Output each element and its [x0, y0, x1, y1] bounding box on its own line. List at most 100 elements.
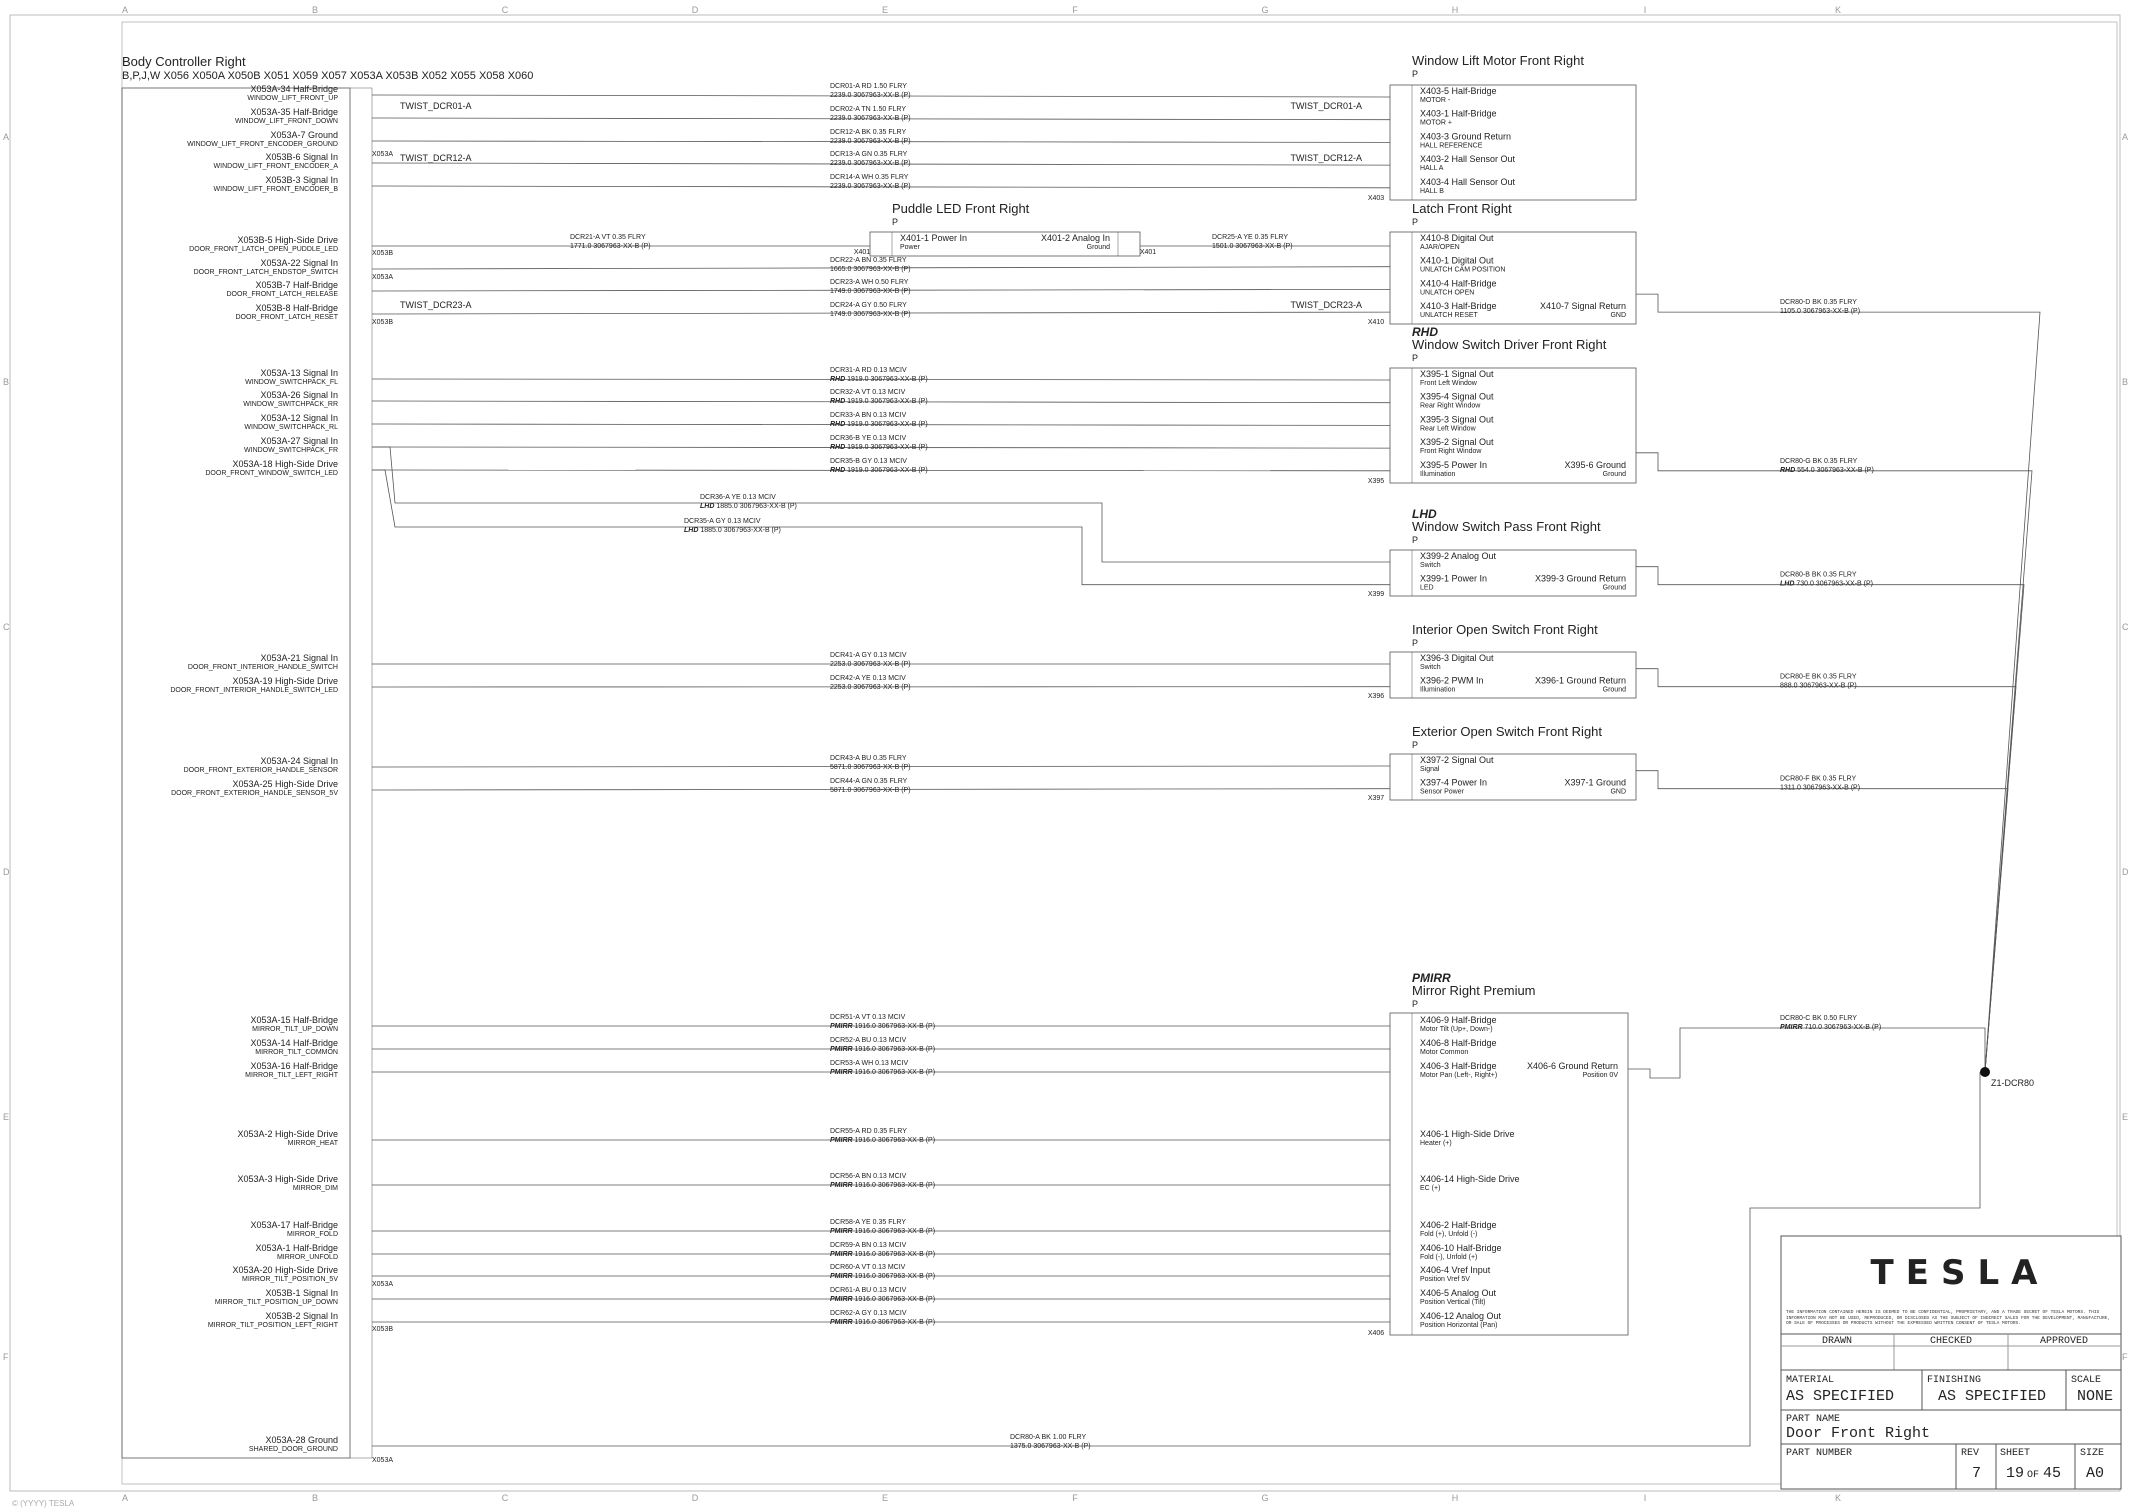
controller-pin-function: DOOR_FRONT_LATCH_RESET [235, 314, 338, 321]
wire-line [371, 266, 1391, 270]
component-pin-label: X406-9 Half-Bridge [1420, 1015, 1497, 1025]
grid-row-right: B [2122, 377, 2128, 387]
controller-pin-label: X053A-3 High-Side Drive [237, 1174, 338, 1184]
controller-pin-function: MIRROR_TILT_POSITION_LEFT_RIGHT [208, 1322, 339, 1329]
controller-connector-tag: X053A [372, 274, 393, 281]
wire-line [371, 423, 1391, 426]
splice-z1-dcr80 [1980, 1067, 1990, 1077]
sheet-of-label: OF [2027, 1470, 2039, 1481]
puddle-pin-2: X401-2 Analog In [1041, 233, 1110, 243]
wire-spec: DCR25-A YE 0.35 FLRY [1212, 234, 1288, 241]
controller-pin-function: WINDOW_SWITCHPACK_FL [245, 379, 338, 386]
controller-pin-label: X053A-13 Signal In [260, 368, 338, 378]
controller-pin-label: X053A-35 Half-Bridge [250, 107, 338, 117]
component-pin-function: Motor Tilt (Up+, Down-) [1420, 1026, 1493, 1033]
component-box [1389, 84, 1637, 201]
grid-col-bottom: K [1835, 1493, 1841, 1503]
grid-col-top: G [1261, 5, 1268, 15]
part-name-value: Door Front Right [1786, 1425, 1930, 1442]
component-title: Mirror Right Premium [1412, 983, 1536, 998]
component-pin-label: X395-4 Signal Out [1420, 392, 1494, 402]
controller-pin-function: DOOR_FRONT_INTERIOR_HANDLE_SWITCH [188, 664, 338, 671]
grid-col-top: K [1835, 5, 1841, 15]
grid-row-right: D [2122, 867, 2129, 877]
component-title: Latch Front Right [1412, 201, 1512, 216]
puddle-connector-tag: X401 [1140, 249, 1156, 256]
component-pin-label: X397-4 Power In [1420, 778, 1487, 788]
component-pin-function: Fold (-), Unfold (+) [1420, 1254, 1477, 1261]
grid-col-top: I [1644, 5, 1647, 15]
controller-pin-function: DOOR_FRONT_INTERIOR_HANDLE_SWITCH_LED [170, 687, 338, 694]
component-pin-label: X396-3 Digital Out [1420, 653, 1494, 663]
component-ground-fn: GND [1610, 312, 1626, 319]
wire-length: 1916.0 3067963-XX-B (P) [853, 1182, 936, 1189]
component-box [1389, 231, 1637, 325]
component-option-code: RHD [1412, 325, 1438, 339]
wire-length-part: 2253.0 3067963-XX-B (P) [830, 661, 911, 668]
component-blocks: Window Lift Motor Front RightPX403X403-5… [854, 53, 1637, 1337]
wire-length: 1916.0 3067963-XX-B (P) [853, 1137, 936, 1144]
component-pin-label: X396-2 PWM In [1420, 676, 1484, 686]
scale-label: SCALE [2071, 1375, 2101, 1386]
controller-pin-label: X053A-19 High-Side Drive [232, 676, 338, 686]
wire-spec: DCR32-A VT 0.13 MCIV [830, 389, 906, 396]
wire-spec: DCR44-A GN 0.35 FLRY [830, 778, 908, 785]
wire-length-part: 5871.0 3067963-XX-B (P) [830, 787, 911, 794]
twist-label: TWIST_DCR01-A [1290, 101, 1362, 111]
wire-option-code: RHD [830, 444, 845, 451]
wire-option-code: LHD [700, 503, 714, 510]
wire-length: 730.0 3067963-XX-B (P) [1794, 581, 1873, 588]
wire-length-part: 1105.0 3067963-XX-B (P) [1780, 308, 1860, 315]
component-pin-function: Switch [1420, 562, 1441, 569]
component-ground-fn: Position 0V [1583, 1072, 1619, 1079]
controller-pin-label: X053A-20 High-Side Drive [232, 1265, 338, 1275]
part-number-label: PART NUMBER [1786, 1448, 1852, 1459]
component-pin-label: X395-2 Signal Out [1420, 437, 1494, 447]
twist-label: TWIST_DCR12-A [400, 153, 472, 163]
controller-pin-label: X053B-3 Signal In [265, 175, 338, 185]
wire-spec: DCR51-A VT 0.13 MCIV [830, 1014, 906, 1021]
wire-spec: DCR02-A TN 1.50 FLRY [830, 106, 906, 113]
sheet-total: 45 [2043, 1465, 2061, 1482]
wire-option-code: PMIRR [830, 1251, 853, 1258]
wire-line [372, 469, 1390, 586]
component-pin-function: Front Right Window [1420, 448, 1482, 455]
wire-spec: DCR35-A GY 0.13 MCIV [684, 518, 761, 525]
controller-pin-label: X053A-1 Half-Bridge [255, 1243, 338, 1253]
rev-value: 7 [1972, 1465, 1981, 1482]
wire-spec: DCR62-A GY 0.13 MCIV [830, 1310, 907, 1317]
wire-option-code: PMIRR [830, 1319, 853, 1326]
controller-connector-tag: X053A [372, 1281, 393, 1288]
component-pin-label: X406-2 Half-Bridge [1420, 1220, 1497, 1230]
wire-length: 1919.0 3067963-XX-B (P) [845, 444, 928, 451]
wire-length-part: PMIRR 1916.0 3067963-XX-B (P) [830, 1137, 935, 1144]
controller-connectors: B,P,J,W X056 X050A X050B X051 X059 X057 … [122, 70, 533, 82]
wire-length: 1916.0 3067963-XX-B (P) [853, 1319, 936, 1326]
grid-col-bottom: I [1644, 1493, 1647, 1503]
controller-pin-function: DOOR_FRONT_WINDOW_SWITCH_LED [205, 470, 338, 477]
controller-pin-function: MIRROR_HEAT [288, 1140, 339, 1147]
wire-spec: DCR58-A YE 0.35 FLRY [830, 1219, 906, 1226]
wire-line [371, 140, 1391, 143]
component-connector-tag: X395 [1368, 478, 1384, 485]
component-sub: P [1412, 535, 1418, 545]
component-ground-fn: Ground [1603, 687, 1626, 694]
wire-spec: DCR80-A BK 1.00 FLRY [1010, 1434, 1086, 1441]
grid-col-top: D [692, 5, 699, 15]
component-title: Puddle LED Front Right [892, 201, 1030, 216]
controller-connector-tag: X053B [372, 319, 393, 326]
component-pin-label: X399-1 Power In [1420, 574, 1487, 584]
wire-spec: DCR43-A BU 0.35 FLRY [830, 755, 907, 762]
rev-label: REV [1961, 1448, 1979, 1459]
component-pin-function: MOTOR - [1420, 97, 1451, 104]
controller-pin-function: MIRROR_UNFOLD [277, 1254, 338, 1261]
controller-pin-function: MIRROR_TILT_POSITION_5V [242, 1276, 338, 1283]
wire-length: 1916.0 3067963-XX-B (P) [853, 1046, 936, 1053]
